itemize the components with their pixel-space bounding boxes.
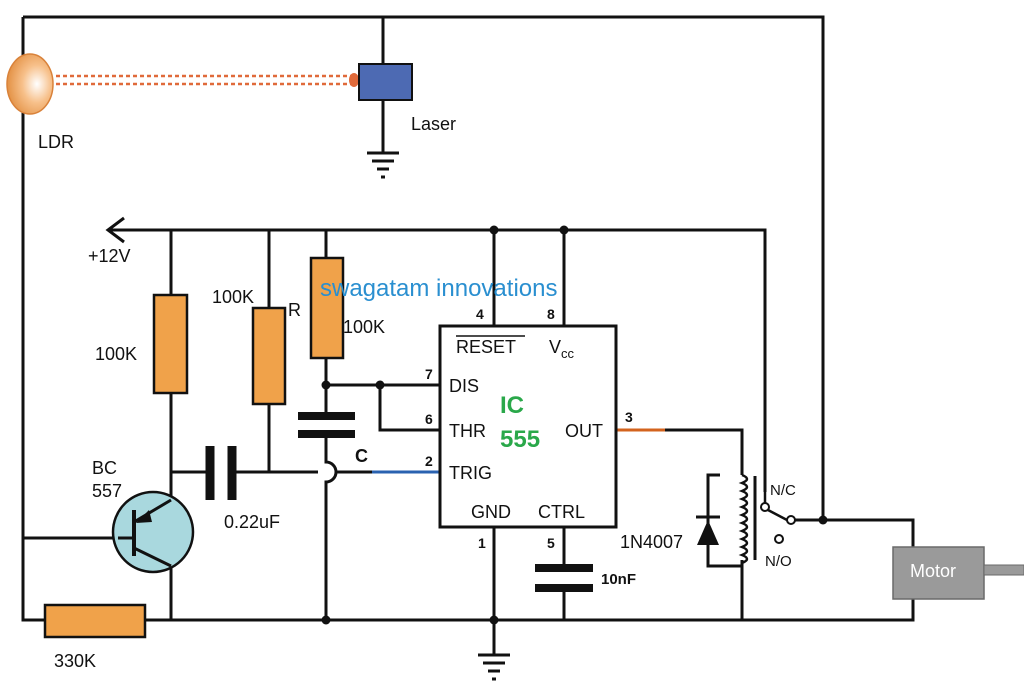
junctions bbox=[321, 225, 828, 625]
wire-left-rail bbox=[21, 17, 45, 622]
ldr-label: LDR bbox=[38, 132, 74, 152]
junction-dot bbox=[559, 225, 569, 235]
resistor-r2-name: R bbox=[288, 300, 301, 320]
transistor-number-label: 557 bbox=[92, 481, 122, 501]
ic-pin-vcc-label: Vcc bbox=[549, 337, 575, 361]
ic-pin-trig-label: TRIG bbox=[449, 463, 492, 483]
ic-vcc-main: V bbox=[549, 337, 561, 357]
laser-label: Laser bbox=[411, 114, 456, 134]
ic-pin-number-4: 4 bbox=[476, 306, 484, 322]
ic-pin-number-3: 3 bbox=[625, 409, 633, 425]
laser-beam bbox=[56, 73, 359, 87]
resistor-r3 bbox=[309, 256, 345, 360]
resistor-r2-label: 100K bbox=[212, 287, 254, 307]
junction-dot bbox=[375, 380, 385, 390]
resistor-r1-label: 100K bbox=[95, 344, 137, 364]
diode-1n4007 bbox=[696, 500, 720, 545]
ground-symbol-main bbox=[478, 653, 510, 681]
supply-label: +12V bbox=[88, 246, 131, 266]
ic-pin-number-5: 5 bbox=[547, 535, 555, 551]
relay-nc-label: N/C bbox=[770, 482, 796, 499]
ic-pin-gnd-label: GND bbox=[471, 502, 511, 522]
transistor-type-label: BC bbox=[92, 458, 117, 478]
ic-pin-number-7: 7 bbox=[425, 366, 433, 382]
ic-pin-out-label: OUT bbox=[565, 421, 603, 441]
ic-555-body bbox=[438, 324, 618, 529]
diode-label: 1N4007 bbox=[620, 532, 683, 552]
junction-dot bbox=[321, 380, 331, 390]
resistor-r4 bbox=[43, 603, 147, 639]
wire-timing-cap-ground bbox=[324, 435, 338, 620]
relay-switch bbox=[760, 492, 796, 544]
ic-pin-ctrl-label: CTRL bbox=[538, 502, 585, 522]
capacitor-timing bbox=[298, 412, 355, 438]
capacitor-coupling-label: 0.22uF bbox=[224, 512, 280, 532]
resistor-r1 bbox=[152, 293, 189, 395]
wire-out-relay bbox=[665, 428, 744, 475]
motor-shaft bbox=[983, 564, 1024, 576]
laser-module bbox=[358, 63, 413, 101]
capacitor-timing-label: C bbox=[355, 446, 368, 466]
motor-body bbox=[892, 546, 985, 600]
ic-pin-reset-label: RESET bbox=[456, 337, 516, 357]
ic-pin-thr-label: THR bbox=[449, 421, 486, 441]
junction-dot bbox=[321, 615, 331, 625]
junction-dot bbox=[489, 615, 499, 625]
ic-vcc-sub: cc bbox=[561, 346, 575, 361]
watermark-text: swagatam innovations bbox=[320, 275, 557, 302]
resistor-r4-label: 330K bbox=[54, 651, 96, 671]
ic-pin-number-6: 6 bbox=[425, 411, 433, 427]
ic-pin-number-2: 2 bbox=[425, 453, 433, 469]
ldr bbox=[6, 53, 54, 115]
wire-thr bbox=[378, 385, 440, 432]
resistor-r3-label: 100K bbox=[343, 317, 385, 337]
resistor-r2 bbox=[251, 306, 287, 406]
junction-dot bbox=[818, 515, 828, 525]
ic-pin-number-1: 1 bbox=[478, 535, 486, 551]
wire-ground-rail bbox=[145, 518, 915, 622]
capacitor-ctrl bbox=[535, 564, 593, 592]
wire-top-loop bbox=[23, 15, 825, 520]
ic-number: 555 bbox=[500, 426, 540, 453]
ic-pin-dis-label: DIS bbox=[449, 376, 479, 396]
relay-no-label: N/O bbox=[765, 553, 792, 570]
ic-name: IC bbox=[500, 392, 524, 419]
wire-diode-frame bbox=[706, 473, 742, 568]
motor-label: Motor bbox=[910, 561, 956, 581]
capacitor-coupling bbox=[205, 446, 237, 500]
ic-pin-number-8: 8 bbox=[547, 306, 555, 322]
relay-coil bbox=[738, 473, 757, 565]
ldr-body bbox=[6, 53, 54, 115]
transistor-bc557 bbox=[111, 490, 195, 574]
capacitor-ctrl-label: 10nF bbox=[601, 571, 636, 588]
supply-arrow bbox=[105, 216, 125, 244]
ground-symbol-laser bbox=[367, 151, 399, 179]
wire-12v-rail bbox=[110, 228, 767, 492]
junction-dot bbox=[489, 225, 499, 235]
